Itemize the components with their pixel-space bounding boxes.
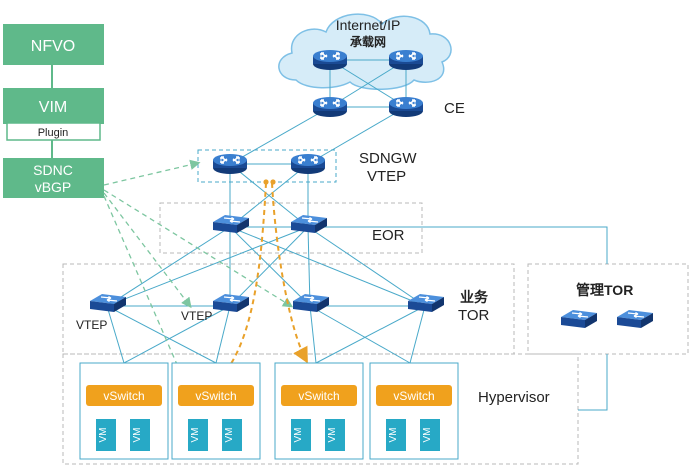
- sdngw-router-icon[interactable]: [290, 153, 326, 175]
- sdngw-label-line1: SDNGW: [359, 150, 417, 167]
- server-box: [274, 362, 364, 460]
- tor-switch-icon[interactable]: [89, 293, 127, 313]
- vm-box[interactable]: [222, 419, 242, 451]
- vm-label: VM: [422, 428, 433, 443]
- vswitch-label: vSwitch: [298, 389, 339, 403]
- vm-box[interactable]: [420, 419, 440, 451]
- vm-box[interactable]: [325, 419, 345, 451]
- vm-box[interactable]: [96, 419, 116, 451]
- nfvo-label: NFVO: [31, 38, 75, 55]
- network-links: [106, 59, 608, 411]
- mgmt-tor-switch-icon[interactable]: [616, 309, 654, 329]
- server-4: vSwitch VM VM: [369, 362, 459, 460]
- hypervisor-label: Hypervisor: [478, 389, 550, 406]
- vim-block[interactable]: VIM Plugin: [3, 88, 104, 141]
- eor-region: [159, 202, 423, 254]
- vtep-label: VTEP: [181, 309, 212, 323]
- sdnc-box[interactable]: [3, 158, 104, 198]
- server-1: vSwitch VM VM: [79, 362, 169, 460]
- eor-switches: [212, 214, 328, 234]
- mgmt-tor-label: 管理TOR: [576, 282, 633, 298]
- vswitch-box[interactable]: [376, 385, 452, 406]
- vswitch-label: vSwitch: [393, 389, 434, 403]
- ce-router-icon[interactable]: [312, 96, 348, 118]
- vim-label: VIM: [39, 99, 67, 116]
- eor-label: EOR: [372, 227, 405, 244]
- eor-switch-icon[interactable]: [212, 214, 250, 234]
- sdnc-label-line2: vBGP: [35, 179, 72, 195]
- vm-label: VM: [327, 428, 338, 443]
- server-box: [79, 362, 169, 460]
- hypervisor-region: [62, 353, 579, 465]
- tor-switch-icon[interactable]: [212, 293, 250, 313]
- ce-router-icon[interactable]: [388, 96, 424, 118]
- sdnc-label-line1: SDNC: [33, 162, 73, 178]
- vm-label: VM: [98, 428, 109, 443]
- internet-cloud: Internet/IP 承载网: [278, 13, 452, 90]
- tor-label-line2: TOR: [458, 307, 490, 324]
- cloud-shape: [278, 13, 452, 90]
- vm-box[interactable]: [386, 419, 406, 451]
- servers: vSwitch VM VM vSwitch VM VM vSwitch VM V…: [79, 362, 459, 460]
- plugin-label: Plugin: [38, 127, 69, 139]
- nfvo-block[interactable]: NFVO: [3, 24, 104, 65]
- plugin-box: [6, 122, 101, 141]
- router-icon[interactable]: [312, 49, 348, 71]
- vtep-label: VTEP: [76, 318, 107, 332]
- tor-label-line1: 业务: [460, 289, 489, 305]
- tor-switch-icon[interactable]: [407, 293, 445, 313]
- control-paths: [103, 159, 294, 386]
- mgmt-tor-switches: [560, 309, 654, 329]
- vm-label: VM: [190, 428, 201, 443]
- vm-label: VM: [132, 428, 143, 443]
- sdngw-label-line2: VTEP: [367, 168, 406, 185]
- server-box: [171, 362, 261, 460]
- vm-label: VM: [224, 428, 235, 443]
- vm-label: VM: [388, 428, 399, 443]
- data-path: [215, 179, 308, 383]
- vswitch-box[interactable]: [281, 385, 357, 406]
- mgmt-tor-switch-icon[interactable]: [560, 309, 598, 329]
- vm-box[interactable]: [130, 419, 150, 451]
- router-icon[interactable]: [388, 49, 424, 71]
- vm-box[interactable]: [188, 419, 208, 451]
- cloud-label-line1: Internet/IP: [336, 17, 401, 33]
- sdngw-router-icon[interactable]: [212, 153, 248, 175]
- cloud-label-line2: 承载网: [350, 34, 386, 49]
- tor-switches: [89, 293, 445, 313]
- vim-box[interactable]: [3, 88, 104, 124]
- vswitch-label: vSwitch: [195, 389, 236, 403]
- vswitch-box[interactable]: [178, 385, 254, 406]
- ce-label: CE: [444, 100, 465, 117]
- vswitch-label: vSwitch: [103, 389, 144, 403]
- mgmt-tor-region: [527, 263, 689, 355]
- vm-box[interactable]: [291, 419, 311, 451]
- management-stack: NFVO VIM Plugin SDNC vBGP: [3, 24, 104, 198]
- server-box: [369, 362, 459, 460]
- server-3: vSwitch VM VM: [274, 362, 364, 460]
- server-2: vSwitch VM VM: [171, 362, 261, 460]
- nfvo-box[interactable]: [3, 24, 104, 65]
- sdnc-block[interactable]: SDNC vBGP: [3, 158, 104, 198]
- vswitch-box[interactable]: [86, 385, 162, 406]
- tor-switch-icon[interactable]: [292, 293, 330, 313]
- vm-label: VM: [293, 428, 304, 443]
